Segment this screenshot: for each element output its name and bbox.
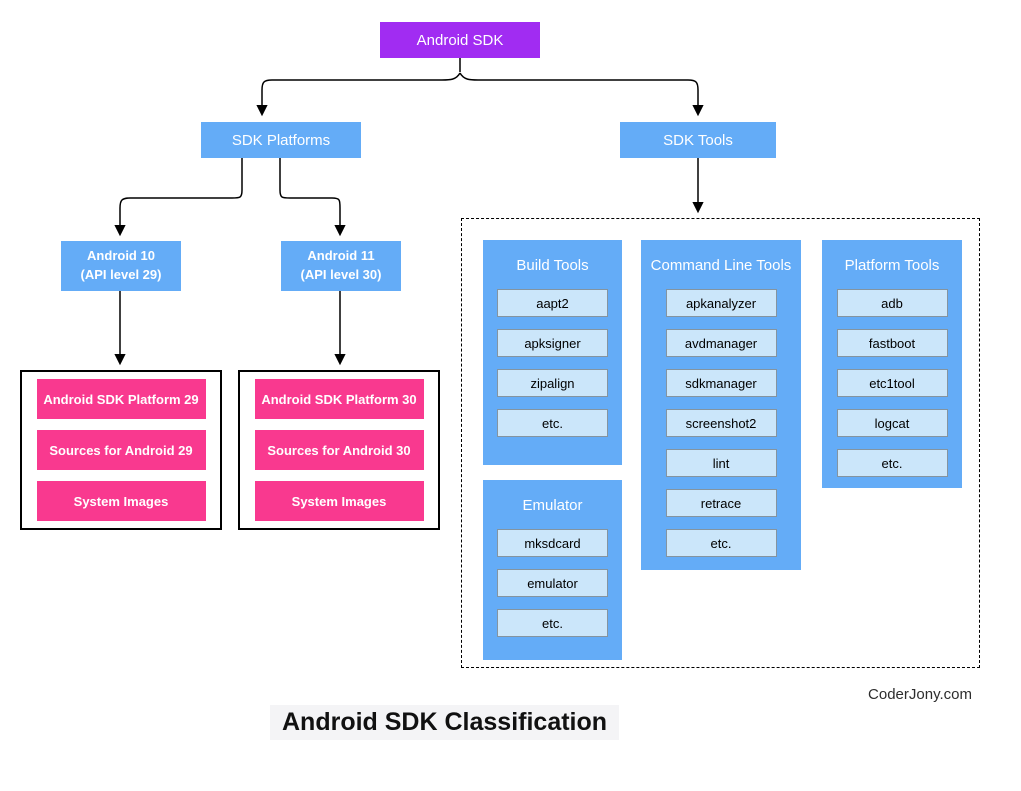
sdk-tools-container: [461, 218, 980, 668]
tool-item: adb: [836, 289, 948, 317]
tool-item: apkanalyzer: [665, 289, 777, 317]
package-item: Sources for Android 30: [254, 430, 424, 470]
tool-item: etc.: [665, 529, 777, 557]
panel-title: Platform Tools: [844, 257, 940, 274]
tool-item: zipalign: [497, 369, 608, 397]
android-10-line2: (API level 29): [80, 267, 162, 282]
watermark-text: CoderJony.com: [868, 686, 972, 703]
tool-item: apksigner: [497, 329, 608, 357]
node-android-11: Android 11 (API level 30): [281, 241, 401, 291]
android-10-line1: Android 10: [87, 248, 155, 264]
tool-item: etc.: [497, 409, 608, 437]
panel-platform-tools: Platform Tools adb fastboot etc1tool log…: [822, 240, 962, 488]
node-sdk-platforms: SDK Platforms: [201, 122, 361, 158]
package-item: System Images: [254, 481, 424, 521]
tool-item: emulator: [497, 569, 608, 597]
tool-item: fastboot: [836, 329, 948, 357]
package-item: System Images: [36, 481, 206, 521]
package-item: Android SDK Platform 29: [36, 379, 206, 419]
node-sdk-tools: SDK Tools: [620, 122, 776, 158]
group-android11-packages: Android SDK Platform 30 Sources for Andr…: [238, 370, 440, 530]
panel-emulator: Emulator mksdcard emulator etc.: [483, 480, 622, 660]
tool-item: avdmanager: [665, 329, 777, 357]
tool-item: etc.: [836, 449, 948, 477]
tool-item: mksdcard: [497, 529, 608, 557]
panel-title: Command Line Tools: [650, 257, 792, 274]
panel-title: Emulator: [522, 497, 583, 514]
tool-item: retrace: [665, 489, 777, 517]
tool-item: lint: [665, 449, 777, 477]
package-item: Sources for Android 29: [36, 430, 206, 470]
node-android-sdk: Android SDK: [380, 22, 540, 58]
panel-command-line-tools: Command Line Tools apkanalyzer avdmanage…: [641, 240, 801, 570]
diagram-title: Android SDK Classification: [270, 705, 620, 740]
tool-item: etc.: [497, 609, 608, 637]
group-android10-packages: Android SDK Platform 29 Sources for Andr…: [20, 370, 222, 530]
android-11-line1: Android 11: [307, 248, 375, 264]
tool-item: screenshot2: [665, 409, 777, 437]
edge-root-to-platforms: [256, 72, 461, 117]
panel-build-tools: Build Tools aapt2 apksigner zipalign etc…: [483, 240, 622, 465]
edge-platforms-to-android11: [279, 158, 346, 237]
edge-root-to-tools: [459, 72, 704, 117]
node-android-10: Android 10 (API level 29): [61, 241, 181, 291]
tool-item: logcat: [836, 409, 948, 437]
panel-title: Build Tools: [516, 257, 589, 274]
tool-item: etc1tool: [836, 369, 948, 397]
edge-platforms-to-android10: [114, 158, 243, 237]
tool-item: aapt2: [497, 289, 608, 317]
package-item: Android SDK Platform 30: [254, 379, 424, 419]
android-11-line2: (API level 30): [300, 267, 382, 282]
tool-item: sdkmanager: [665, 369, 777, 397]
